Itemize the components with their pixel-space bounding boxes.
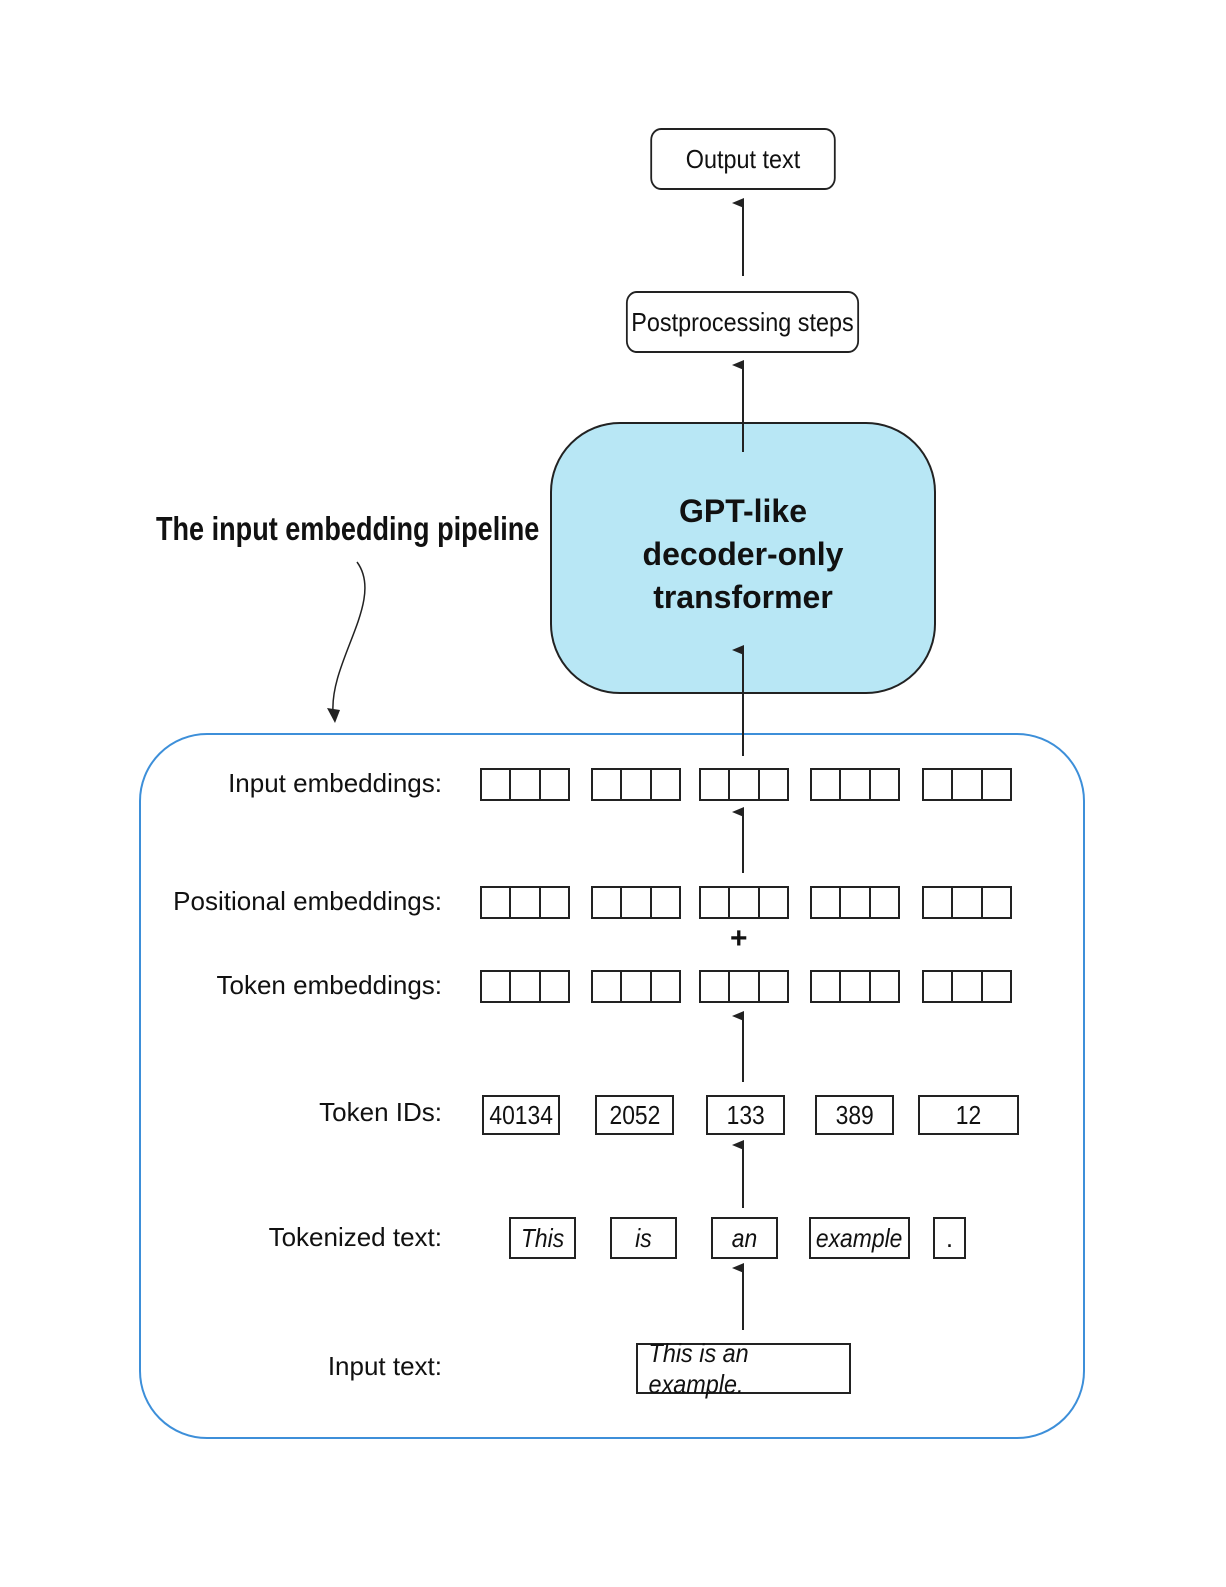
token-id-box: 389 <box>815 1095 894 1135</box>
token-box: is <box>610 1217 677 1259</box>
token-ids-label: Token IDs: <box>319 1097 442 1127</box>
token-embedding-vector <box>922 970 1012 1003</box>
token-id-value: 133 <box>726 1099 765 1130</box>
token-embeddings-label: Token embeddings: <box>216 970 442 1000</box>
input-text-label: Input text: <box>327 1351 442 1381</box>
positional-embedding-vector <box>699 886 789 919</box>
transformer-line-3: transformer <box>653 579 833 615</box>
token-text: an <box>731 1222 758 1253</box>
input-embeddings-label: Input embeddings: <box>228 768 442 798</box>
input-embedding-vector <box>591 768 681 801</box>
tokenized-text-label: Tokenized text: <box>268 1222 442 1252</box>
plus-sign: + <box>730 922 748 955</box>
input-embedding-pipeline-container <box>139 733 1085 1439</box>
annotation-curved-arrow <box>332 561 366 713</box>
positional-embedding-vector <box>922 886 1012 919</box>
token-embedding-vector <box>699 970 789 1003</box>
pipeline-annotation-title: The input embedding pipeline <box>156 510 540 547</box>
token-text: example <box>816 1222 903 1253</box>
token-id-box: 2052 <box>595 1095 674 1135</box>
token-box: . <box>933 1217 966 1259</box>
token-id-box: 40134 <box>482 1095 560 1135</box>
input-text-value: This is an example. <box>648 1337 749 1399</box>
token-id-value: 12 <box>955 1099 982 1130</box>
token-box: an <box>711 1217 778 1259</box>
token-text: This <box>520 1222 565 1253</box>
transformer-line-2: decoder-only <box>642 536 844 572</box>
positional-embedding-vector <box>810 886 900 919</box>
postprocessing-steps-label: Postprocessing steps <box>631 306 854 337</box>
output-text-label: Output text <box>685 143 801 174</box>
token-id-value: 40134 <box>489 1099 553 1130</box>
token-box: This <box>509 1217 576 1259</box>
output-text-box: Output text <box>650 128 836 190</box>
positional-embedding-vector <box>480 886 570 919</box>
token-id-value: 389 <box>835 1099 874 1130</box>
annotation-arrowhead <box>327 708 340 723</box>
input-embedding-vector <box>699 768 789 801</box>
postprocessing-steps-box: Postprocessing steps <box>625 291 860 353</box>
token-id-value: 2052 <box>609 1099 660 1130</box>
token-box: example <box>809 1217 910 1259</box>
input-embedding-vector <box>922 768 1012 801</box>
positional-embeddings-label: Positional embeddings: <box>173 886 442 916</box>
token-embedding-vector <box>591 970 681 1003</box>
positional-embedding-vector <box>591 886 681 919</box>
token-embedding-vector <box>810 970 900 1003</box>
transformer-label: GPT-like decoder-only transformer <box>550 490 936 619</box>
input-embedding-vector <box>480 768 570 801</box>
token-text: is <box>635 1222 652 1253</box>
transformer-line-1: GPT-like <box>678 493 808 529</box>
token-text: . <box>945 1222 954 1253</box>
input-embedding-vector <box>810 768 900 801</box>
token-embedding-vector <box>480 970 570 1003</box>
token-id-box: 133 <box>706 1095 785 1135</box>
token-id-box: 12 <box>918 1095 1019 1135</box>
input-text-box: This is an example. <box>636 1338 851 1399</box>
